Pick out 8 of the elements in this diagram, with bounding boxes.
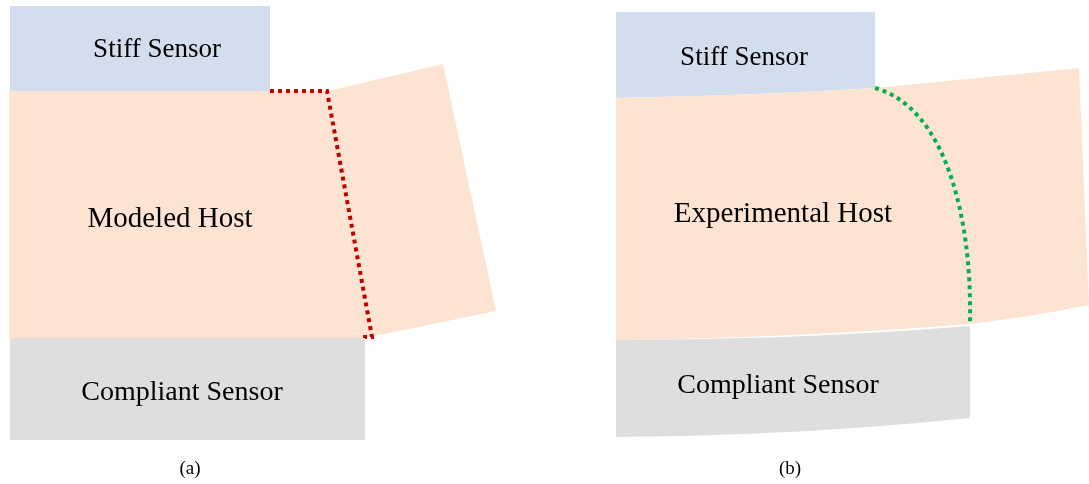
block-label: Stiff Sensor [680,42,808,70]
block-label: Compliant Sensor [677,370,879,398]
block-label: Modeled Host [87,202,253,232]
block-label: Experimental Host [673,197,893,227]
block-label: Compliant Sensor [81,377,283,405]
panel-label: (a) [179,457,201,477]
block-label: Stiff Sensor [93,34,221,62]
panel-label: (b) [778,457,802,477]
